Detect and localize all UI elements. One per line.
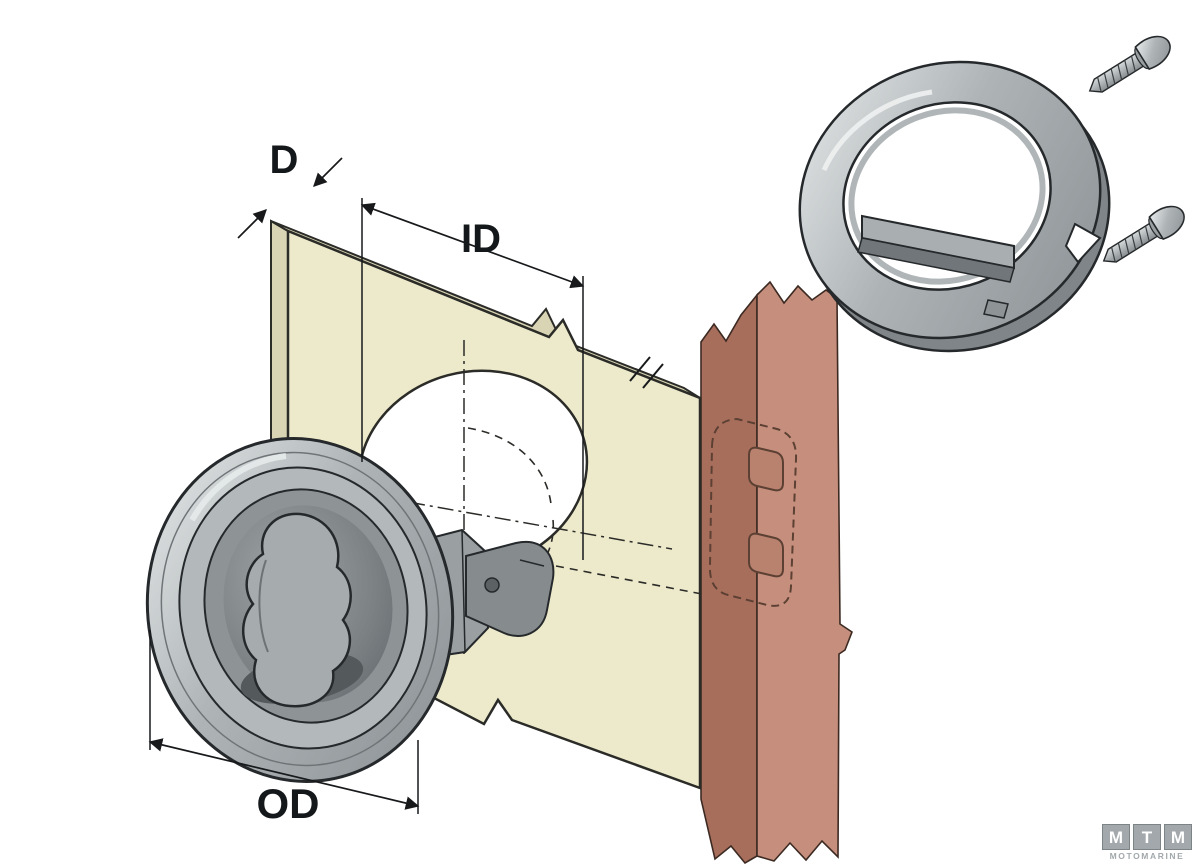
logo-letter-boxes: M T M — [1102, 824, 1192, 850]
screw-2 — [1102, 205, 1185, 263]
latch-cam-notch-line — [519, 559, 545, 567]
logo-letter: M — [1108, 827, 1124, 847]
logo-letter-box: T — [1133, 824, 1161, 850]
strike-slot-lower — [748, 532, 784, 578]
ring-highlight-arc — [821, 89, 933, 172]
flange-highlight-arc — [189, 453, 287, 522]
horizontal-centerline — [351, 491, 673, 550]
strike-bar-front — [857, 237, 1015, 283]
latch-assembly — [145, 437, 555, 783]
logo-letter: M — [1170, 827, 1186, 847]
dimension-d: D — [237, 138, 343, 239]
brand-logo: M T M MOTOMARINE — [1102, 824, 1192, 861]
screw-head — [1148, 205, 1185, 241]
d-arrow-right — [313, 157, 343, 187]
latch-handle — [241, 512, 352, 708]
id-dimension-line — [360, 202, 585, 289]
ring-clip-tab — [983, 299, 1009, 319]
label-id: ID — [461, 217, 501, 261]
d-arrow-left — [237, 209, 267, 239]
latch-cam — [465, 540, 555, 637]
strike-slot-upper — [748, 446, 784, 492]
label-d: D — [270, 138, 299, 182]
screw-1 — [1088, 35, 1171, 93]
latch-recess-outline — [708, 417, 798, 607]
trim-ring — [798, 60, 1111, 353]
back-panel-edge — [700, 292, 758, 864]
break-tick-2 — [642, 363, 664, 389]
hidden-body-arc-1 — [467, 427, 552, 505]
dimension-id: ID — [360, 198, 664, 560]
logo-letter-box: M — [1164, 824, 1192, 850]
back-panel-face — [756, 280, 853, 862]
ring-notch — [1064, 222, 1102, 264]
od-dimension-line — [148, 738, 420, 810]
label-od: OD — [257, 780, 320, 827]
break-tick-1 — [629, 356, 651, 382]
handle-contour-line — [258, 559, 269, 653]
screw-threads — [1097, 55, 1136, 93]
dimension-od: OD — [148, 630, 420, 827]
logo-letter-box: M — [1102, 824, 1130, 850]
latch-body-edge-line — [461, 529, 466, 653]
logo-subtitle: MOTOMARINE — [1109, 851, 1185, 861]
screw-threads — [1111, 225, 1150, 263]
logo-letter: T — [1141, 827, 1153, 847]
screw-head — [1134, 35, 1171, 71]
latch-cam-pivot — [484, 577, 500, 593]
hidden-alignment-line — [555, 565, 703, 595]
back-panel — [700, 280, 853, 864]
